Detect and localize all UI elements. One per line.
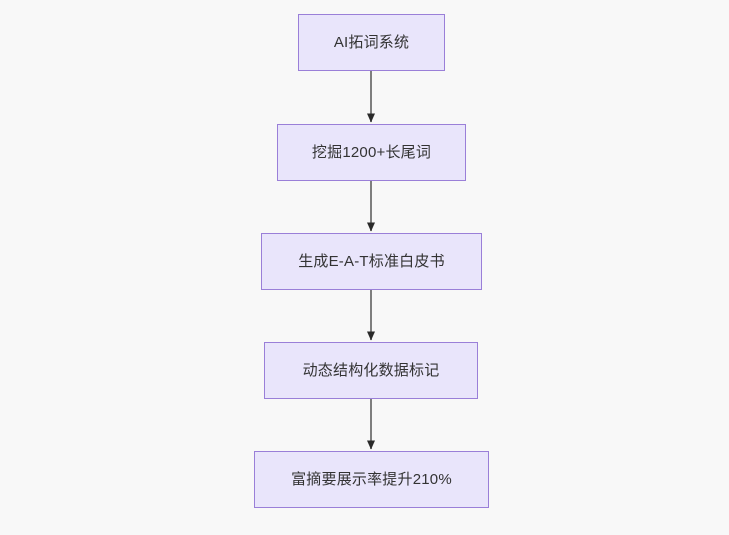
flowchart-node-1[interactable]: AI拓词系统 — [298, 14, 445, 71]
flowchart-node-4[interactable]: 动态结构化数据标记 — [264, 342, 478, 399]
flowchart-node-3-label: 生成E-A-T标准白皮书 — [298, 253, 445, 270]
flowchart-node-5[interactable]: 富摘要展示率提升210% — [254, 451, 489, 508]
flowchart-node-4-label: 动态结构化数据标记 — [302, 362, 440, 379]
flowchart-node-1-label: AI拓词系统 — [333, 34, 410, 51]
flowchart-node-2[interactable]: 挖掘1200+长尾词 — [277, 124, 466, 181]
flowchart-node-3[interactable]: 生成E-A-T标准白皮书 — [261, 233, 482, 290]
flowchart-node-5-label: 富摘要展示率提升210% — [291, 471, 452, 488]
flowchart-node-2-label: 挖掘1200+长尾词 — [311, 144, 432, 161]
